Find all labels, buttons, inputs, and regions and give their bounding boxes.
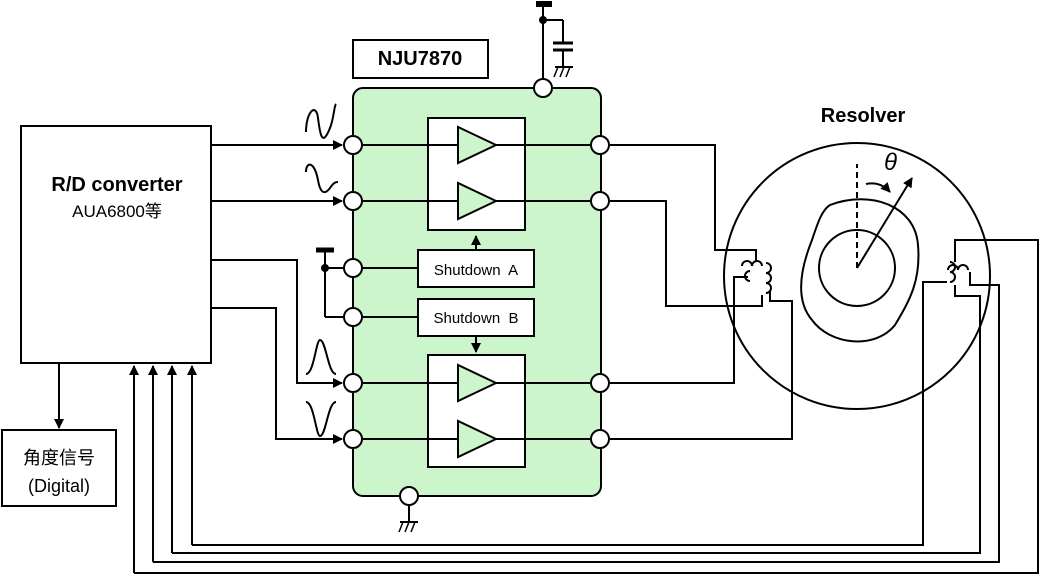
rotation-arrow <box>865 181 891 193</box>
amplifier-block-bottom <box>427 354 526 468</box>
output-label-1: 角度信号 <box>23 448 95 468</box>
pin-vcc <box>533 78 553 98</box>
pulse-wave-icon <box>305 401 337 438</box>
shutdown-supply-icon <box>316 247 344 318</box>
sine-wave-icon <box>305 103 337 139</box>
pin-in-1 <box>343 135 363 155</box>
pin-shutdown-b <box>343 307 363 327</box>
pin-gnd <box>399 486 419 506</box>
rotor-angle-arrow <box>856 177 913 269</box>
rd-converter-block <box>20 125 212 364</box>
chip-label-box <box>352 39 489 79</box>
pin-in-4 <box>343 429 363 449</box>
resolver-circle <box>723 142 991 410</box>
rd-converter-title: R/D converter <box>51 174 182 196</box>
angle-signal-output-box <box>1 429 117 507</box>
power-supply-icon <box>536 1 564 79</box>
chip-name: NJU7870 <box>378 48 463 70</box>
chip-pins <box>343 78 610 506</box>
shutdown-b-label: Shutdown B <box>433 310 518 327</box>
sine-wave-icon <box>305 163 339 194</box>
rotor-outline <box>800 198 920 343</box>
angle-theta: θ <box>884 149 897 176</box>
pulse-wave-icon <box>305 338 337 375</box>
pin-out-3 <box>590 373 610 393</box>
pin-in-2 <box>343 191 363 211</box>
rotor-shaft <box>818 229 896 307</box>
output-label-2: (Digital) <box>28 476 90 496</box>
resolver-title: Resolver <box>821 105 906 127</box>
shutdown-a-label: Shutdown A <box>434 262 518 279</box>
pin-shutdown-a <box>343 258 363 278</box>
shutdown-b-block <box>417 298 535 337</box>
ground-icon <box>398 505 418 533</box>
sensor-coil-icon <box>947 261 969 283</box>
pin-in-3 <box>343 373 363 393</box>
pin-out-2 <box>590 191 610 211</box>
rd-converter-subtitle: AUA6800等 <box>72 202 162 221</box>
capacitor-icon <box>553 41 573 67</box>
ground-icon <box>553 66 573 78</box>
pin-out-4 <box>590 429 610 449</box>
chip-body <box>352 87 602 497</box>
pin-out-1 <box>590 135 610 155</box>
